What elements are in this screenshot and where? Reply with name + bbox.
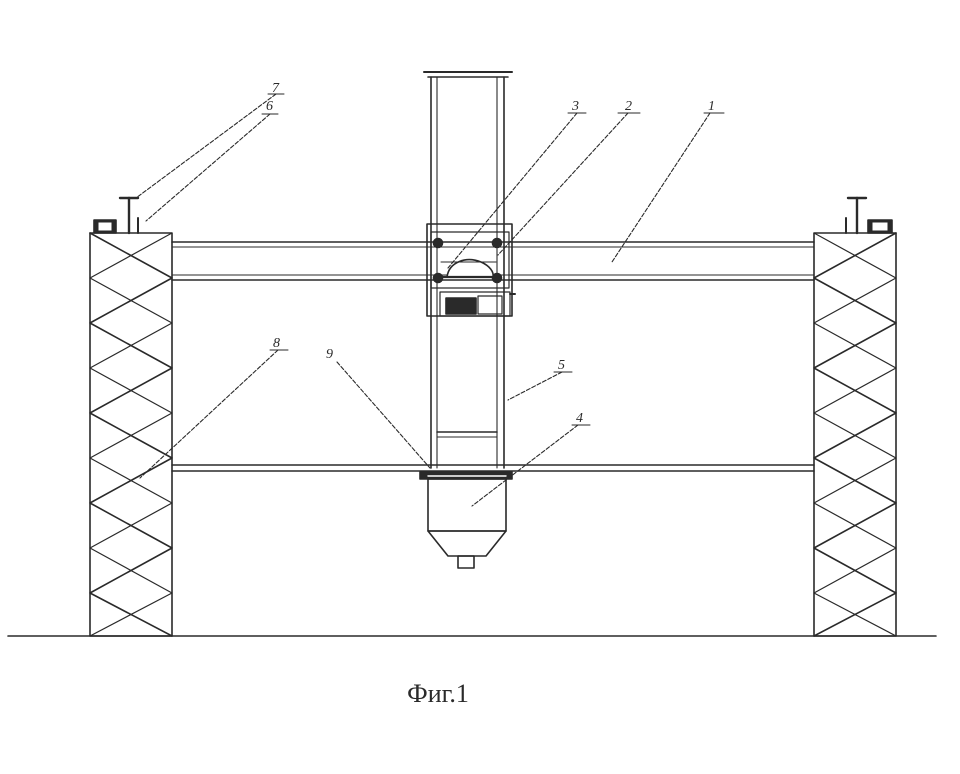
leader-4 — [471, 424, 579, 507]
carriage — [426, 223, 516, 317]
left-tower-truss — [89, 232, 173, 637]
tool-head — [419, 471, 513, 569]
left-tower — [89, 232, 173, 637]
callout-3: 3 — [571, 99, 579, 114]
callout-1: 1 — [708, 99, 715, 114]
right-rail-drive — [845, 196, 893, 235]
callout-6: 6 — [266, 99, 273, 114]
leader-1 — [611, 112, 711, 263]
leader-lines — [135, 93, 711, 507]
leader-9 — [336, 361, 431, 469]
right-tower-truss — [813, 232, 897, 637]
figure-caption: Фиг.1 — [407, 679, 469, 708]
left-tower-truss-inner — [89, 232, 173, 637]
leader-2 — [497, 112, 629, 256]
callout-7: 7 — [272, 81, 280, 96]
callout-labels: 7 6 3 2 1 8 9 5 4 — [266, 81, 715, 426]
callout-2: 2 — [625, 99, 632, 114]
lower-beam — [171, 464, 815, 472]
right-tower-truss-inner — [813, 232, 897, 637]
leader-3 — [447, 112, 578, 269]
leader-7 — [135, 93, 277, 199]
callout-4: 4 — [576, 411, 583, 426]
callout-5: 5 — [558, 358, 565, 373]
callout-8: 8 — [273, 336, 280, 351]
leader-8 — [139, 349, 279, 479]
callout-9: 9 — [326, 347, 333, 362]
left-rail-drive — [93, 196, 140, 235]
right-tower — [813, 232, 897, 637]
leader-6 — [145, 113, 271, 222]
leader-5 — [507, 371, 563, 401]
callout-underlines — [261, 93, 725, 426]
